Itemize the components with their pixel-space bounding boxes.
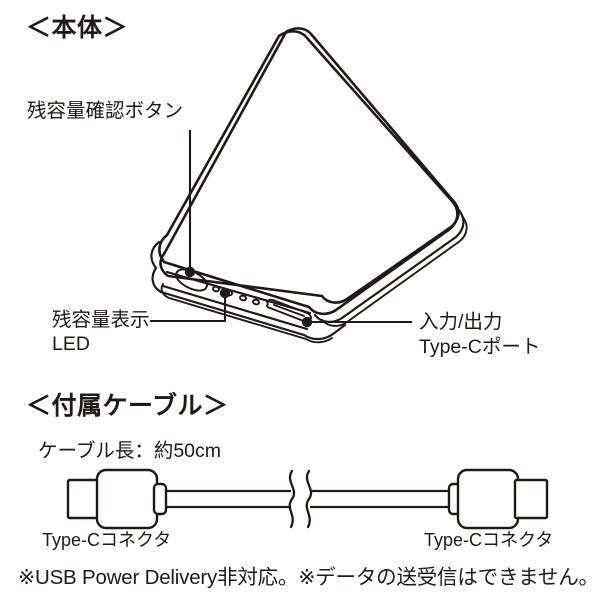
- led-dot-3: [239, 294, 247, 302]
- connector-left-label: Type-Cコネクタ: [42, 530, 172, 550]
- callout-leaders: [150, 130, 412, 328]
- leader-dot-led: [219, 287, 231, 299]
- cable-length-label: ケーブル長：約50cm: [38, 440, 222, 462]
- power-bank-right-wall: [307, 199, 459, 315]
- cable-break-symbol-right: [305, 469, 313, 529]
- connector-left: [66, 468, 168, 530]
- power-bank-top-face: [159, 27, 460, 304]
- leader-led: [150, 293, 227, 323]
- callout-led-label-line2: LED: [52, 333, 90, 355]
- power-bank-edge-strip-top: [165, 270, 312, 315]
- type-c-port-slot-inner: [273, 304, 305, 317]
- leader-dot-check-button: [184, 266, 196, 278]
- connector-left-tip: [66, 478, 102, 520]
- led-dot-2: [225, 289, 233, 297]
- power-bank-bottom-face-seam: [160, 283, 333, 344]
- capacity-check-button: [175, 268, 208, 292]
- cable-illustration: [66, 468, 549, 530]
- connector-right-label: Type-Cコネクタ: [424, 530, 554, 550]
- callout-check-button-label: 残容量確認ボタン: [27, 100, 184, 122]
- power-bank-top-outline: [158, 30, 459, 316]
- body-section-heading: ＜本体＞: [26, 14, 129, 42]
- led-indicator-dots: [212, 285, 260, 306]
- cable-break-symbol-left: [288, 469, 296, 529]
- connector-left-housing: [95, 468, 159, 530]
- led-dot-1: [212, 285, 220, 293]
- connector-right-housing: [456, 468, 520, 530]
- power-bank-illustration: [150, 27, 468, 344]
- callout-type-c-port-label-line2: Type-Cポート: [419, 336, 541, 358]
- power-bank-edge-strip-bottom: [161, 284, 309, 331]
- cable-section-heading: ＜付属ケーブル＞: [26, 392, 229, 420]
- footnote-text: ※USB Power Delivery非対応。※データの送受信はできません。: [18, 566, 599, 589]
- led-dot-4: [252, 298, 260, 306]
- connector-right: [447, 468, 549, 530]
- type-c-port-slot: [266, 298, 312, 323]
- power-bank-bottom-face: [151, 266, 347, 341]
- power-bank-right-wall-seam: [321, 215, 468, 327]
- connector-right-collar: [447, 482, 463, 516]
- leader-dot-type-c-port: [301, 316, 313, 328]
- callout-led-label-line1: 残容量表示: [52, 309, 150, 331]
- power-bank-right-wall-edge: [313, 207, 465, 323]
- callout-type-c-port-label-line1: 入力/出力: [419, 311, 503, 333]
- power-bank-bottom-edge-front: [150, 240, 161, 270]
- connector-right-tip: [513, 478, 549, 520]
- connector-left-collar: [152, 482, 168, 516]
- power-bank-left-wall: [158, 233, 169, 264]
